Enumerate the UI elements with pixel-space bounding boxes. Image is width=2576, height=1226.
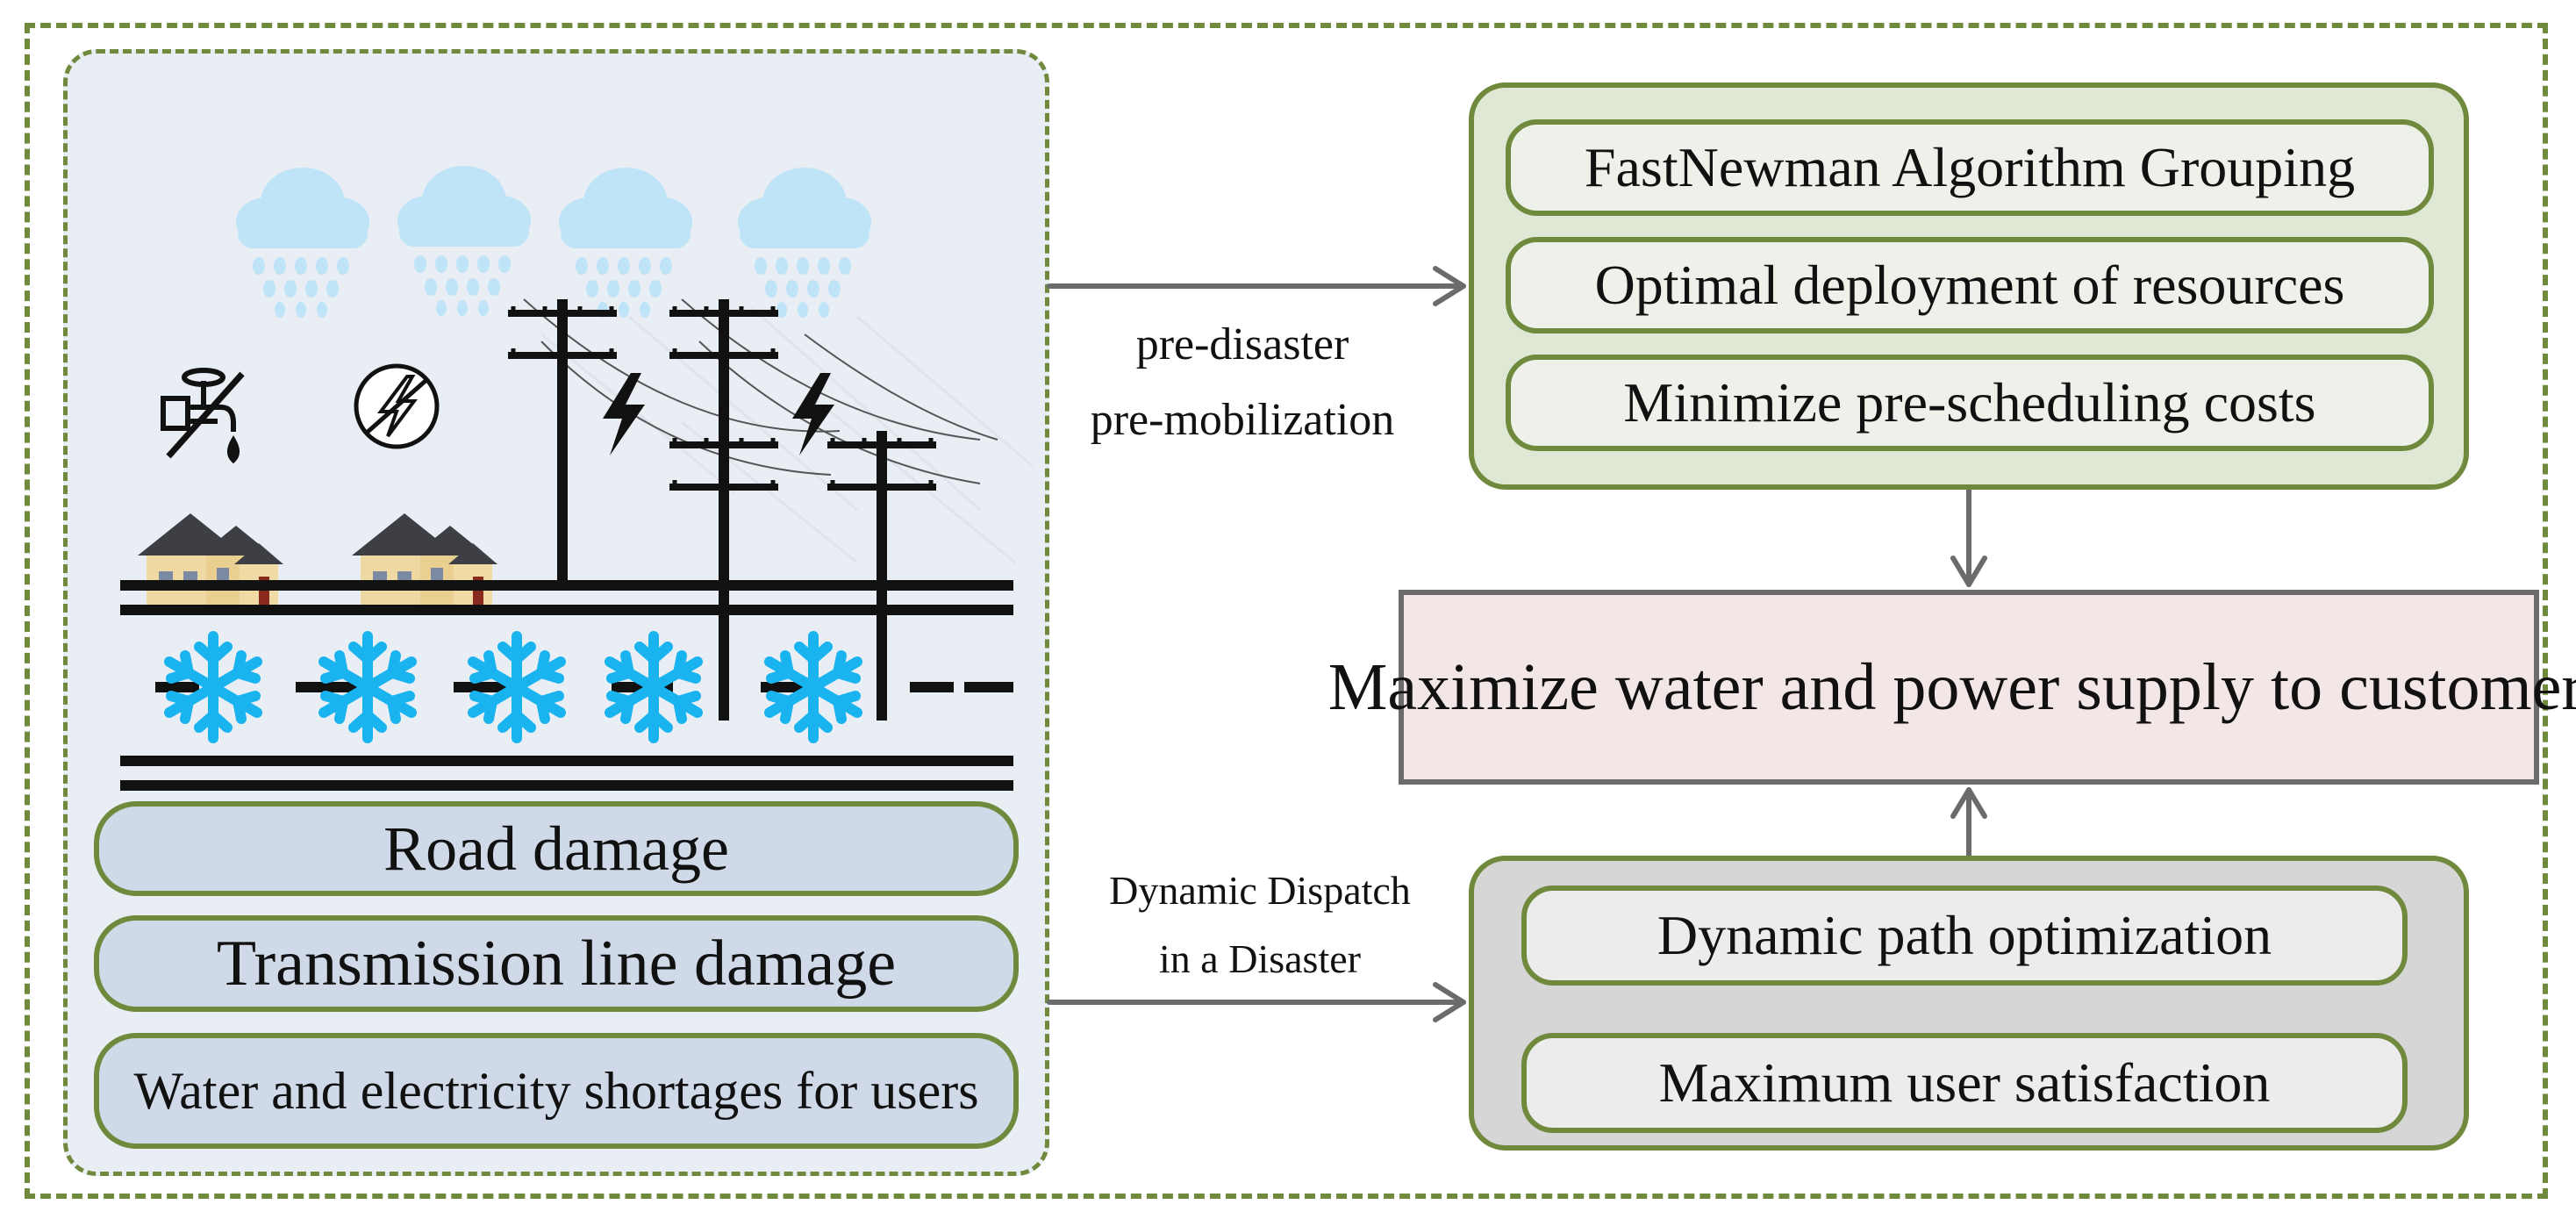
house-icon (343, 513, 501, 610)
goal-box: Maximize water and power supply to custo… (1328, 590, 2576, 785)
rain-cloud-icon (236, 168, 369, 318)
shortage-pill: Water and electricity shortages for user… (94, 1033, 1019, 1149)
house-icon (129, 513, 287, 610)
no-power-icon (354, 363, 440, 449)
power-lines (523, 298, 998, 484)
optimal-deployment-item: Optimal deployment of resources (1506, 237, 2434, 333)
road-damage-pill: Road damage (94, 801, 1019, 896)
outer-frame (25, 23, 2548, 1199)
rain-streaks (540, 306, 1034, 564)
in-disaster-label: Dynamic Dispatch in a Disaster (1109, 868, 1411, 981)
no-water-icon (161, 368, 245, 464)
pre-disaster-label: pre-disaster pre-mobilization (1090, 319, 1395, 445)
minimize-costs-item: Minimize pre-scheduling costs (1506, 355, 2434, 451)
user-satisfaction-item: Maximum user satisfaction (1521, 1033, 2408, 1133)
transmission-line-damage-pill: Transmission line damage (94, 915, 1019, 1012)
fastnewman-grouping-item: FastNewman Algorithm Grouping (1506, 119, 2434, 216)
pre-disaster-box: FastNewman Algorithm Grouping Optimal de… (1469, 82, 2469, 490)
in-disaster-box: Dynamic path optimization Maximum user s… (1469, 856, 2469, 1151)
rain-cloud-icon (559, 168, 692, 318)
rain-cloud-icon (738, 168, 871, 318)
disaster-scene (120, 166, 1034, 791)
damaged-road (120, 580, 1013, 791)
rain-cloud-icon (397, 166, 531, 316)
dynamic-path-item: Dynamic path optimization (1521, 885, 2408, 986)
disaster-scene-panel: Road damage Transmission line damage Wat… (63, 49, 1049, 1176)
utility-pole-icon (508, 299, 617, 589)
